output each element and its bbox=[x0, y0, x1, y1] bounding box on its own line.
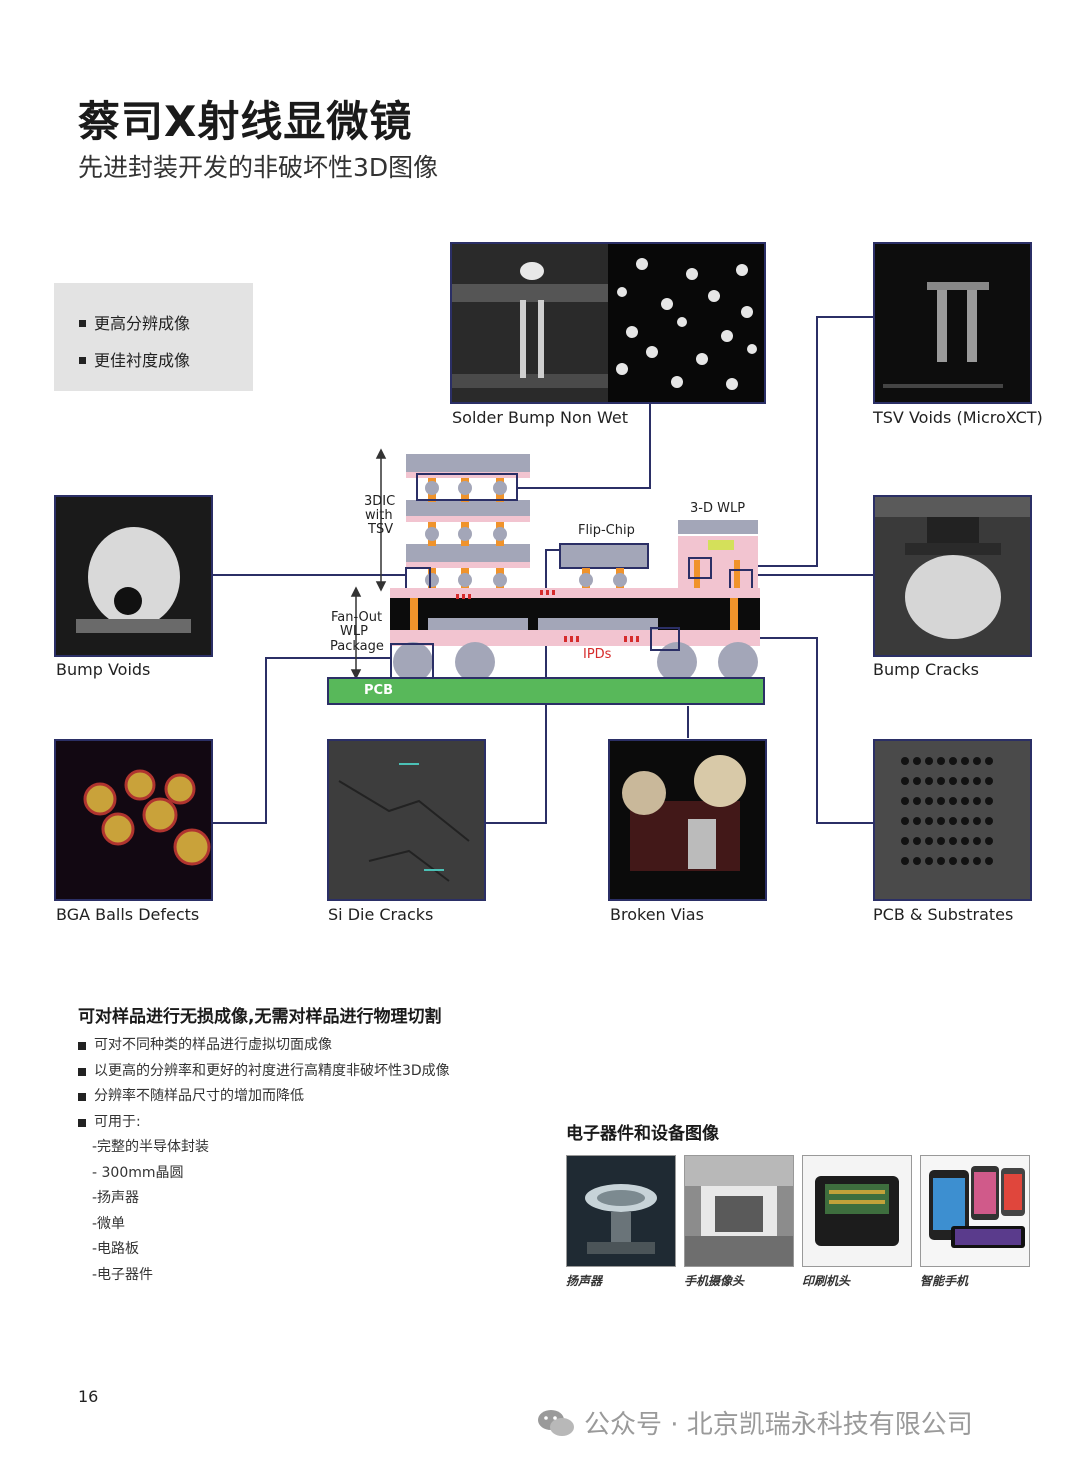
bump-cracks-caption: Bump Cracks bbox=[873, 660, 979, 679]
bump-voids-caption: Bump Voids bbox=[56, 660, 151, 679]
label-pcb: PCB bbox=[364, 683, 393, 698]
label-with: with bbox=[365, 508, 393, 523]
tsv-voids-caption: TSV Voids (MicroXCT) bbox=[873, 408, 1043, 427]
label-flipchip: Flip-Chip bbox=[578, 523, 635, 538]
benefit-item: 以更高的分辨率和更好的衬度进行高精度非破坏性3D成像 bbox=[78, 1059, 548, 1085]
label-3dwlp: 3-D WLP bbox=[690, 501, 746, 516]
printhead-caption: 印刷机头 bbox=[802, 1274, 851, 1288]
speaker-thumb bbox=[566, 1155, 676, 1267]
label-wlp: WLP bbox=[340, 624, 368, 639]
si-die-caption: Si Die Cracks bbox=[328, 905, 434, 924]
solder-bump-image bbox=[450, 242, 766, 404]
connector-lines bbox=[211, 316, 873, 824]
benefit-item: 可对不同种类的样品进行虚拟切面成像 bbox=[78, 1033, 548, 1059]
feature-item: 更佳衬度成像 bbox=[79, 342, 253, 379]
smartphone-thumb bbox=[920, 1155, 1030, 1267]
use-item: - 300mm晶圆 bbox=[92, 1164, 184, 1181]
page-title: 蔡司X射线显微镜 bbox=[78, 97, 413, 146]
use-item: -微单 bbox=[92, 1215, 126, 1232]
use-item: -电路板 bbox=[92, 1241, 140, 1257]
bga-balls-caption: BGA Balls Defects bbox=[56, 905, 200, 924]
tsv-voids-image bbox=[873, 242, 1032, 404]
page-number: 16 bbox=[78, 1387, 99, 1406]
benefits-section: 可对样品进行无损成像,无需对样品进行物理切割 可对不同种类的样品进行虚拟切面成像… bbox=[78, 1002, 548, 1288]
camera-caption: 手机摄像头 bbox=[684, 1274, 745, 1288]
benefits-list: 可对不同种类的样品进行虚拟切面成像 以更高的分辨率和更好的衬度进行高精度非破坏性… bbox=[78, 1033, 548, 1288]
solder-bump-caption: Solder Bump Non Wet bbox=[452, 408, 628, 427]
use-item: -完整的半导体封装 bbox=[92, 1139, 210, 1155]
si-die-image bbox=[327, 739, 486, 901]
feature-box: 更高分辨成像 更佳衬度成像 bbox=[54, 283, 253, 391]
broken-vias-image bbox=[608, 739, 767, 901]
package-diagram bbox=[327, 448, 765, 705]
bga-balls-image bbox=[54, 739, 213, 901]
camera-thumb bbox=[684, 1155, 794, 1267]
pcb-substrates-image bbox=[873, 739, 1032, 901]
devices-heading: 电子器件和设备图像 bbox=[566, 1124, 719, 1144]
smartphone-caption: 智能手机 bbox=[920, 1274, 969, 1288]
page-subtitle: 先进封装开发的非破坏性3D图像 bbox=[78, 153, 439, 182]
pcb-substrates-caption: PCB & Substrates bbox=[873, 905, 1014, 924]
feature-item: 更高分辨成像 bbox=[79, 305, 253, 342]
label-package: Package bbox=[330, 639, 384, 654]
use-item: -电子器件 bbox=[92, 1266, 154, 1283]
printhead-thumb bbox=[802, 1155, 912, 1267]
wechat-icon bbox=[538, 1409, 574, 1436]
label-3dic: 3DIC bbox=[364, 494, 396, 509]
broken-vias-caption: Broken Vias bbox=[610, 905, 704, 924]
benefit-item: 可用于: bbox=[78, 1110, 548, 1136]
benefits-heading: 可对样品进行无损成像,无需对样品进行物理切割 bbox=[78, 1007, 442, 1027]
speaker-caption: 扬声器 bbox=[566, 1274, 603, 1288]
bump-voids-image bbox=[54, 495, 213, 657]
watermark-text: 公众号 · 北京凯瑞永科技有限公司 bbox=[584, 1410, 973, 1440]
label-tsv: TSV bbox=[368, 522, 394, 537]
label-ipds: IPDs bbox=[583, 647, 612, 662]
label-fanout: Fan-Out bbox=[331, 610, 383, 625]
bump-cracks-image bbox=[873, 495, 1032, 657]
watermark: 公众号 · 北京凯瑞永科技有限公司 bbox=[536, 1404, 973, 1441]
use-item: -扬声器 bbox=[92, 1190, 140, 1206]
benefit-item: 分辨率不随样品尺寸的增加而降低 bbox=[78, 1084, 548, 1110]
